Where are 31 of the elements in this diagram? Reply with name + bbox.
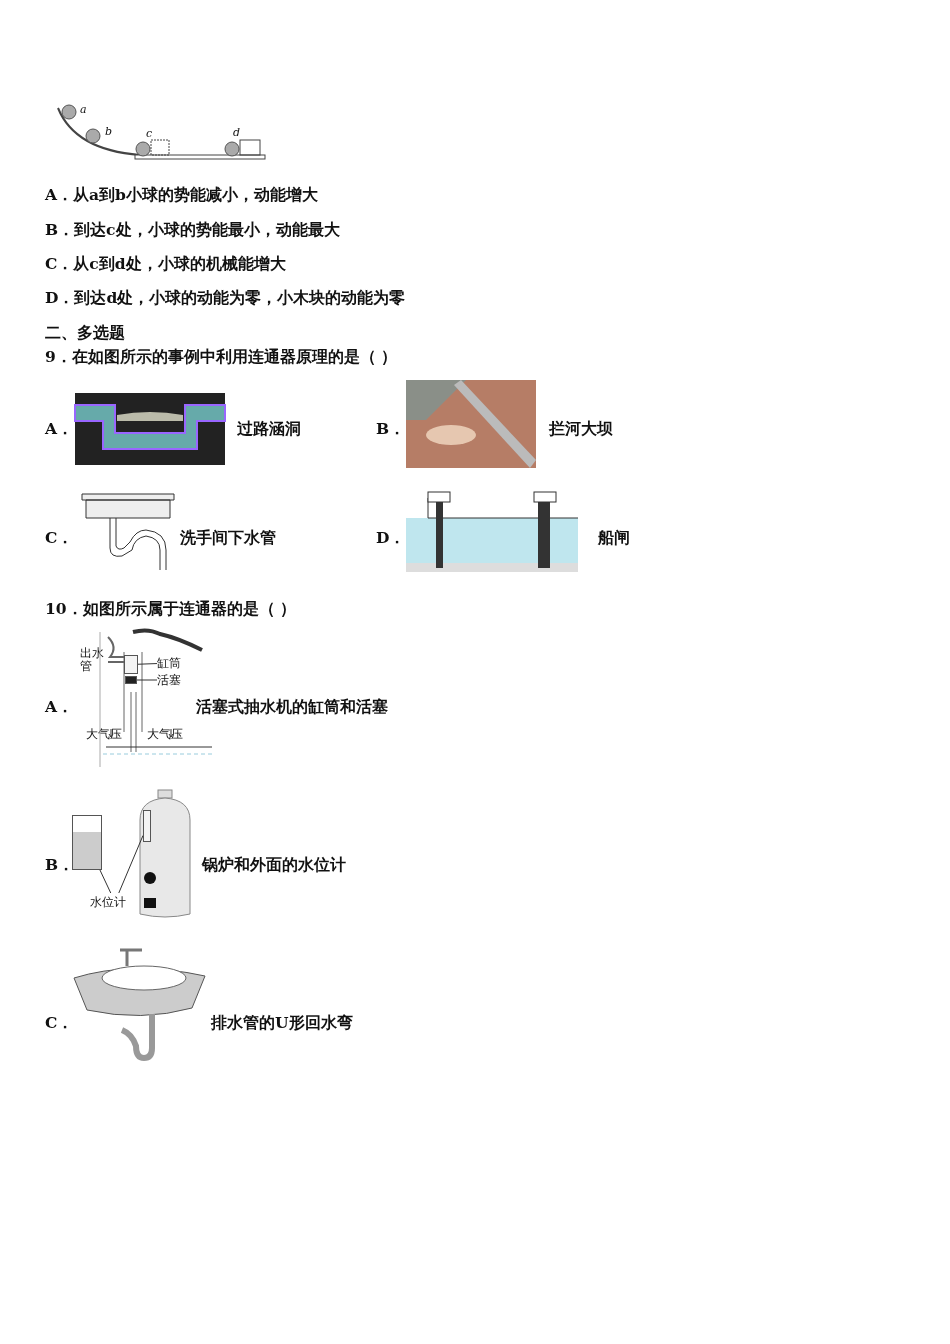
point-letter: c (146, 126, 153, 142)
option-letter: C． (45, 528, 74, 548)
point-letter: a (80, 102, 87, 118)
section-heading: 二、多选题 (45, 323, 125, 343)
option-letter: C． (45, 1013, 74, 1033)
point-letter: d (233, 125, 241, 141)
option-text: D．到达d处，小球的动能为零，小木块的动能为零 (45, 288, 406, 308)
option-text: A．从a到b小球的势能减小，动能增大 (45, 185, 318, 205)
water-gauge (72, 815, 102, 870)
option-text: 过路涵洞 (237, 419, 301, 439)
option-text: 拦河大坝 (549, 419, 613, 439)
option-text: 船闸 (598, 528, 630, 548)
point-letter: b (105, 124, 113, 140)
option-letter: A． (45, 419, 74, 439)
water-gauge (143, 810, 151, 842)
option-text: 锅炉和外面的水位计 (202, 855, 346, 875)
option-text: 活塞式抽水机的缸筒和活塞 (196, 697, 388, 717)
option-letter: B． (376, 419, 406, 439)
option-letter: A． (45, 697, 74, 717)
option-text: C．从c到d处，小球的机械能增大 (45, 254, 286, 274)
question-text: 9．在如图所示的事例中利用连通器原理的是（ ） (45, 347, 398, 367)
option-letter: D． (376, 528, 406, 548)
part-label: 出水管 (80, 647, 105, 673)
option-text: B．到达c处，小球的势能最小，动能最大 (45, 220, 340, 240)
option-text: 洗手间下水管 (180, 528, 276, 548)
option-letter: B． (45, 855, 75, 875)
option-text: 排水管的U形回水弯 (211, 1013, 353, 1033)
question-text: 10．如图所示属于连通器的是（ ） (45, 599, 296, 619)
part-label: 水位计 (90, 893, 140, 911)
leader-line (118, 835, 144, 894)
leader-line (99, 869, 112, 894)
